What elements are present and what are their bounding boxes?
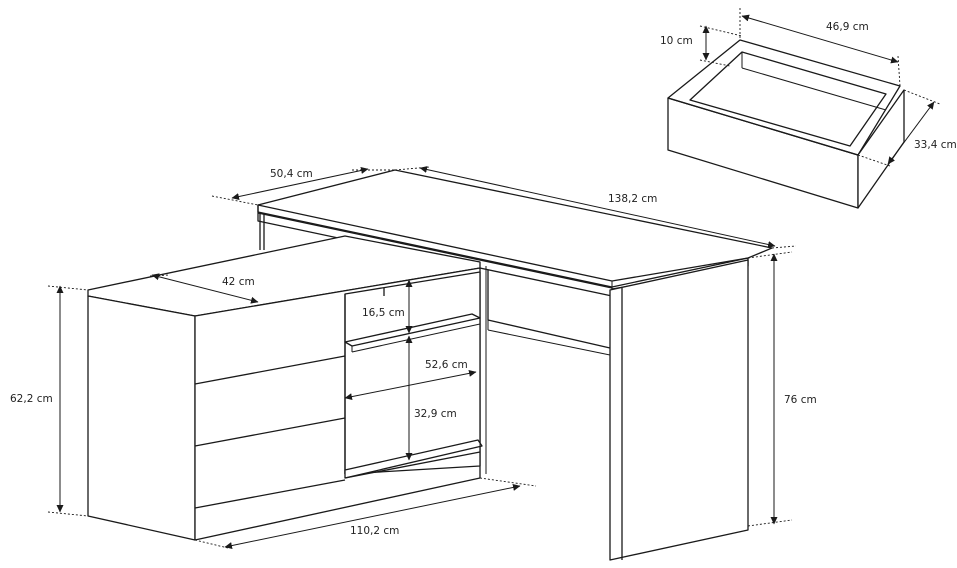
label-drawer-height: 10 cm <box>660 35 693 47</box>
desk-right-leg <box>609 259 749 561</box>
dim-cabinet-height: 62,2 cm <box>10 285 89 517</box>
desk-back-leg <box>259 213 265 250</box>
dim-cabinet-length: 110,2 cm <box>194 477 537 550</box>
label-top-depth: 50,4 cm <box>270 168 313 180</box>
label-shelf-width: 52,6 cm <box>425 359 468 371</box>
dim-shelf-gap: 16,5 cm <box>362 279 413 334</box>
label-drawer-depth: 33,4 cm <box>914 139 957 151</box>
dim-desk-height: 76 cm <box>747 251 817 527</box>
drawer-detail <box>667 39 905 209</box>
dim-drawer-length: 46,9 cm <box>739 8 901 87</box>
label-desk-height: 76 cm <box>784 394 817 406</box>
label-top-length: 138,2 cm <box>608 193 657 205</box>
dim-lower-gap: 32,9 cm <box>405 335 457 461</box>
desk-modesty-panel <box>487 270 611 356</box>
label-cabinet-depth: 42 cm <box>222 276 255 288</box>
dim-drawer-height: 10 cm <box>660 25 743 67</box>
dim-top-depth: 50,4 cm <box>211 167 395 206</box>
dim-top-length: 138,2 cm <box>394 166 797 249</box>
dim-drawer-depth: 33,4 cm <box>857 89 957 167</box>
dim-cabinet-depth: 42 cm <box>149 273 259 304</box>
label-drawer-length: 46,9 cm <box>826 21 869 33</box>
label-cabinet-height: 62,2 cm <box>10 393 53 405</box>
label-shelf-gap: 16,5 cm <box>362 307 405 319</box>
label-lower-gap: 32,9 cm <box>414 408 457 420</box>
cabinet <box>87 235 487 541</box>
label-cabinet-length: 110,2 cm <box>350 525 399 537</box>
